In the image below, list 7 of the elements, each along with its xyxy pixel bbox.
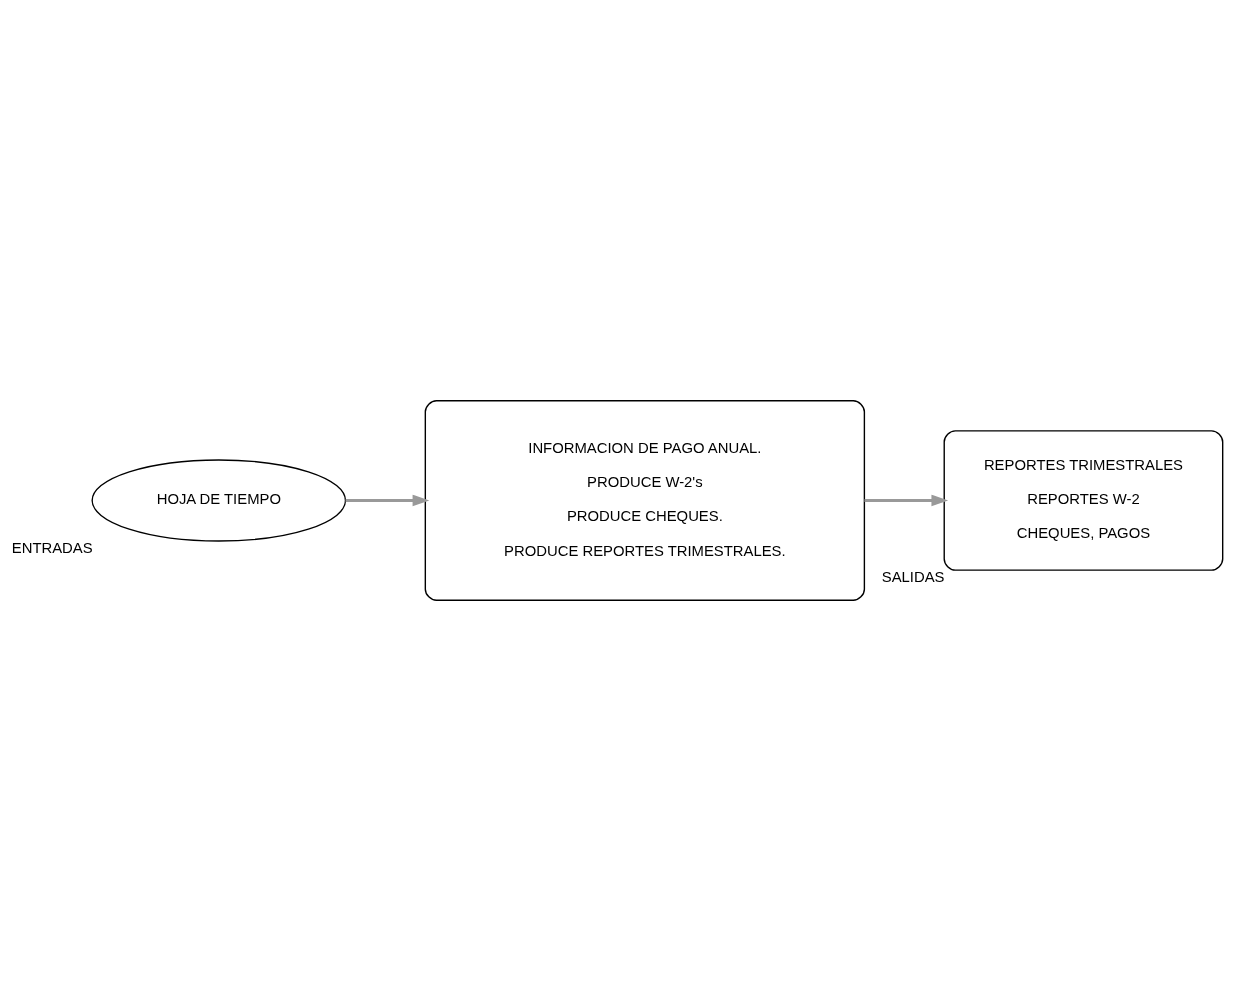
node-ellipse: HOJA DE TIEMPO: [91, 459, 347, 542]
node-box: INFORMACION DE PAGO ANUAL. PRODUCE W-2's PRODUCE CHEQUES. PRODUCE REPORTES TRIMESTRALES.: [424, 400, 866, 601]
node-box: REPORTES TRIMESTRALES REPORTES W-2 CHEQUES, PAGOS: [943, 430, 1224, 571]
arrow: [864, 494, 949, 507]
node-label: SALIDAS: [881, 569, 945, 585]
arrow: [345, 494, 430, 507]
node-label: ENTRADAS: [11, 540, 93, 557]
